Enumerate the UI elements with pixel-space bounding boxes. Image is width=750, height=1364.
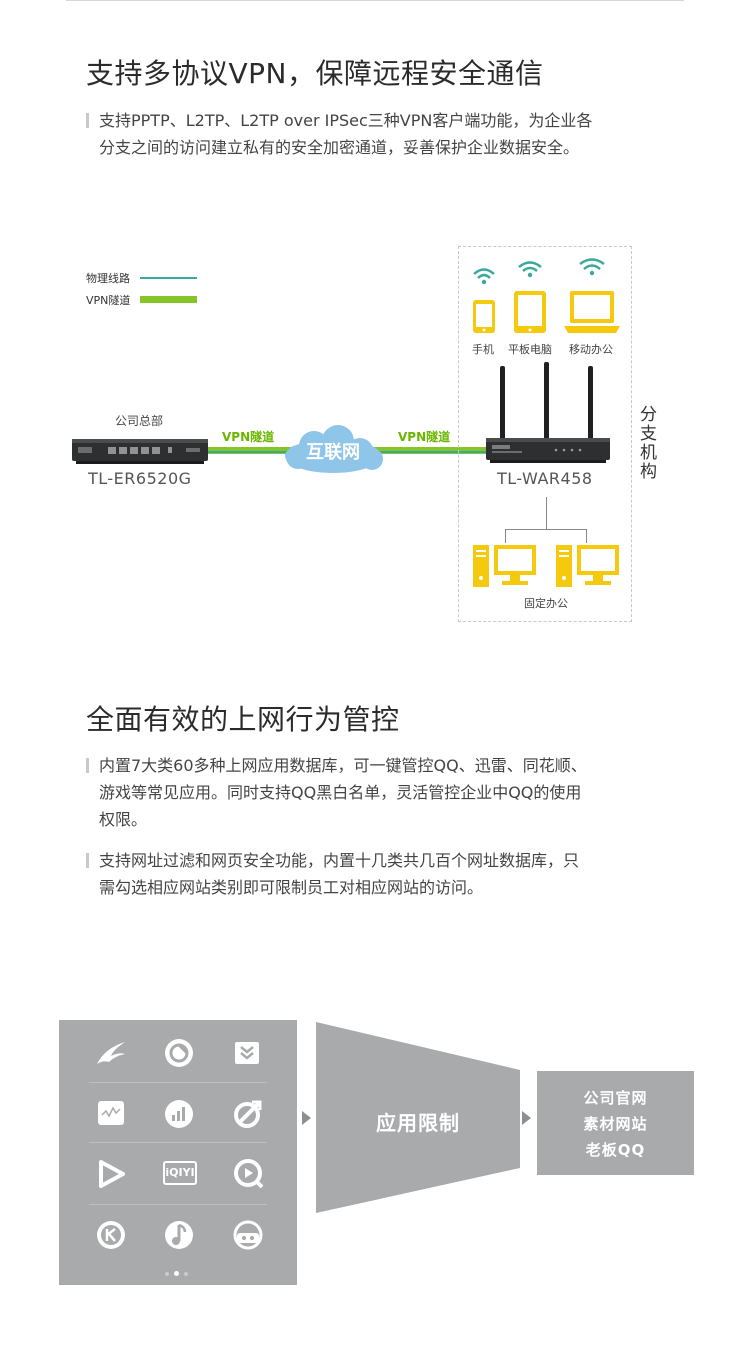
branch-office-box [458, 246, 632, 622]
arrow-right-icon [522, 1111, 531, 1125]
branch-model-label: TL-WAR458 [497, 469, 593, 488]
branch-label: 分支机构 [640, 405, 657, 482]
tunnel-right-label: VPN隧道 [398, 430, 451, 444]
branch-router-icon [486, 362, 610, 463]
row-divider [89, 1142, 267, 1143]
wifi-icon [473, 268, 495, 285]
allowed-item: 素材网站 [583, 1115, 648, 1133]
section2-title: 全面有效的上网行为管控 [86, 703, 400, 736]
hq-label: 公司总部 [115, 414, 164, 428]
fixed-office-label: 固定办公 [524, 597, 568, 610]
section1-line-2: 分支之间的访问建立私有的安全加密通道，妥善保护企业数据安全。 [99, 138, 580, 157]
paragraph-marker [86, 758, 89, 773]
paragraph-marker [86, 113, 89, 128]
section2-paragraph-1: 内置7大类60多种上网应用数据库，可一键管控QQ、迅雷、同花顺、 游戏等常见应用… [86, 752, 656, 833]
arrow-right-icon [302, 1111, 311, 1125]
hq-router-icon [72, 439, 208, 464]
top-divider [66, 0, 684, 1]
stock-icon [165, 1100, 193, 1128]
section2-p2-line-2: 需勾选相应网站类别即可限制员工对相应网站的访问。 [99, 878, 484, 897]
legend-vpn-label: VPN隧道 [86, 294, 131, 307]
laptop-icon [564, 291, 620, 333]
section2-p1-line-3: 权限。 [99, 810, 148, 829]
section2-paragraph-2: 支持网址过滤和网页安全功能，内置十几类共几百个网址数据库，只 需勾选相应网站类别… [86, 847, 656, 901]
baidu-music-icon [233, 1220, 263, 1250]
section1-line-1: 支持PPTP、L2TP、L2TP over IPSec三种VPN客户端功能，为企… [99, 111, 593, 130]
tunnel-left-label: VPN隧道 [222, 430, 275, 444]
app-icon-panel: iQIYI [59, 1020, 297, 1285]
connector-line [586, 529, 587, 543]
download-icon [235, 1042, 259, 1064]
iqiyi-icon: iQIYI [163, 1161, 197, 1185]
app-icon [234, 1100, 262, 1128]
allowed-list-box: 公司官网 素材网站 老板QQ [537, 1071, 694, 1175]
filter-funnel-shape [316, 1022, 520, 1213]
netease-music-icon [165, 1221, 193, 1249]
row-divider [89, 1204, 267, 1205]
browser-icon [165, 1039, 193, 1067]
connector-line [546, 497, 547, 529]
legend-physical-line [140, 277, 197, 279]
laptop-label: 移动办公 [569, 343, 613, 356]
section2-p2-line-1: 支持网址过滤和网页安全功能，内置十几类共几百个网址数据库，只 [99, 851, 580, 870]
wifi-icon [518, 261, 542, 278]
desktop-computer-icon [473, 545, 536, 587]
section1-paragraph: 支持PPTP、L2TP、L2TP over IPSec三种VPN客户端功能，为企… [86, 107, 656, 161]
section2-p1-line-1: 内置7大类60多种上网应用数据库，可一键管控QQ、迅雷、同花顺、 [99, 756, 587, 775]
page-dot[interactable] [165, 1272, 169, 1276]
phone-icon [473, 300, 495, 333]
qqvideo-icon [234, 1159, 264, 1189]
section2-p1-line-2: 游戏等常见应用。同时支持QQ黑白名单，灵活管控企业中QQ的使用 [99, 783, 582, 802]
allowed-item: 公司官网 [583, 1089, 648, 1107]
internet-cloud-icon [285, 425, 383, 473]
allowed-item: 老板QQ [585, 1141, 646, 1159]
music-icon [98, 1101, 124, 1125]
app-restriction-label: 应用限制 [376, 1111, 460, 1135]
kugou-icon [97, 1221, 125, 1249]
section1-title: 支持多协议VPN，保障远程安全通信 [86, 57, 544, 90]
thunder-icon [97, 1042, 125, 1064]
page-dot[interactable] [184, 1272, 188, 1276]
video-icon [99, 1160, 125, 1188]
tablet-label: 平板电脑 [508, 343, 552, 356]
row-divider [89, 1082, 267, 1083]
internet-label: 互联网 [306, 442, 360, 463]
paragraph-marker [86, 853, 89, 868]
connector-line [505, 529, 587, 530]
legend-physical-label: 物理线路 [86, 272, 130, 285]
connector-line [505, 529, 506, 543]
tablet-icon [514, 291, 546, 333]
legend-vpn-line [140, 296, 197, 303]
page-dot-active[interactable] [174, 1271, 179, 1276]
phone-label: 手机 [472, 343, 494, 356]
hq-model-label: TL-ER6520G [88, 469, 192, 488]
desktop-computer-icon [556, 545, 619, 587]
wifi-icon [579, 258, 605, 276]
